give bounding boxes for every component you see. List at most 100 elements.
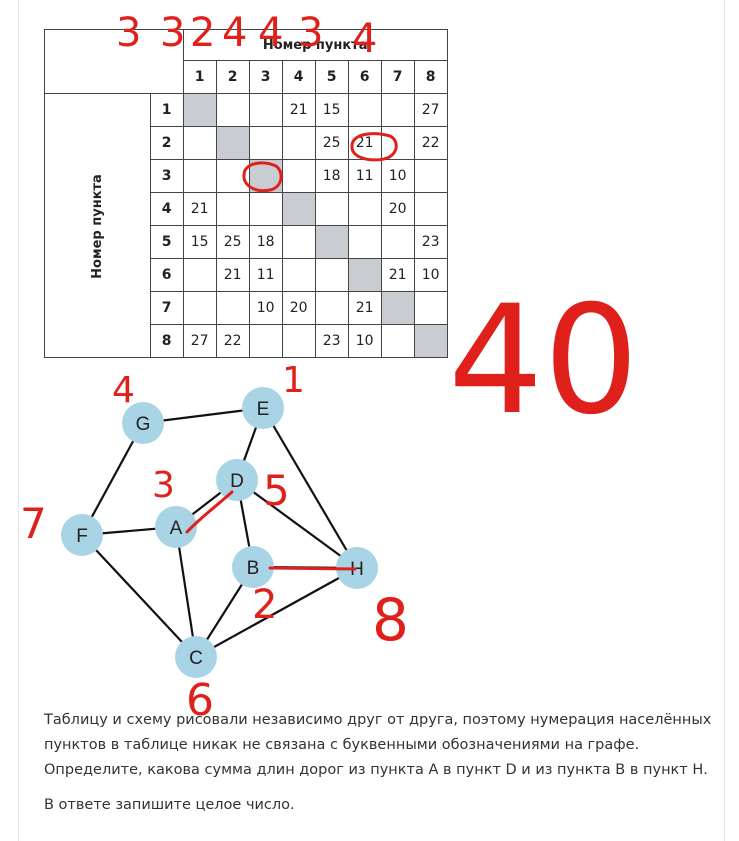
table-cell: 21 [215,258,250,292]
table-cell [182,93,217,127]
ink-node-number-a: 3 [152,465,175,506]
table-cell: 18 [248,225,283,259]
node-circle [232,546,274,588]
table-row: 8 27 22 23 10 [45,324,448,358]
node-label: B [247,558,260,579]
node-label: F [76,526,88,547]
table-row-title-cell: Номер пункта [44,93,151,358]
column-header: 4 [281,60,316,94]
table-cell [347,192,382,226]
question-line: пунктов в таблице никак не связана с бук… [44,737,640,753]
edge-a-c [174,526,198,658]
table-cell [314,225,349,259]
table-cell [314,258,349,292]
node-circle [155,506,197,548]
table-cell: 10 [380,159,415,193]
ink-answer: 40 [448,274,639,448]
table-cell: 22 [215,324,250,358]
question-line: Определите, какова сумма длин дорог из п… [44,762,708,778]
ink-column-number: 4 [258,10,283,56]
edge-e-h [262,407,358,569]
graph-edges [81,406,358,658]
table-cell [281,192,316,226]
node-d: D [216,459,258,501]
node-circle [336,547,378,589]
answer-instruction: В ответе запишите целое число. [44,797,295,813]
column-header: 6 [347,60,382,94]
table-cell: 15 [314,93,349,127]
table-cell: 20 [380,192,415,226]
table-cell [215,291,250,325]
table-column-title: Номер пункта [182,29,448,61]
table-cell [248,93,283,127]
node-f: F [61,514,103,556]
node-label: D [230,471,244,492]
ink-node-number-b: 2 [252,582,277,628]
table-corner-cell [44,29,184,94]
table-cell [281,225,316,259]
node-a: A [155,506,197,548]
table-cell [248,192,283,226]
table-row: 3 18 11 10 [45,159,448,193]
ink-node-number-e: 1 [282,360,305,401]
page-right-border [724,0,725,841]
edge-g-f [81,422,144,536]
table-row: Номер пункта 1 21 15 27 [44,93,448,358]
table-cell [380,291,415,325]
table-cell: 10 [347,324,382,358]
question-text: Таблицу и схему рисовали независимо друг… [44,708,724,783]
ink-column-number: 2 [190,10,215,56]
ink-circle-22 [350,132,398,162]
table-cell: 11 [347,159,382,193]
table-cell: 23 [413,225,448,259]
column-header: 8 [413,60,448,94]
question-line: Таблицу и схему рисовали независимо друг… [44,712,712,728]
node-h: H [336,547,378,589]
table-cell [413,192,448,226]
node-circle [122,402,164,444]
node-e: E [242,387,284,429]
node-circle [242,387,284,429]
table-cell [182,126,217,160]
column-header: 1 [182,60,217,94]
table-cell [215,192,250,226]
ink-node-number-f: 7 [20,499,47,548]
node-label: A [170,518,183,539]
ink-column-number: 3 [116,10,141,56]
table-cell: 21 [281,93,316,127]
ink-node-number-h: 8 [372,586,409,654]
node-g: G [122,402,164,444]
table-cell: 23 [314,324,349,358]
ink-node-number-g: 4 [112,370,135,411]
ink-circle-18 [242,161,283,193]
table-cell [347,93,382,127]
node-b: B [232,546,274,588]
node-circle [175,636,217,678]
table-cell: 10 [413,258,448,292]
table-row: 6 21 11 21 10 [45,258,448,292]
node-c: C [175,636,217,678]
table-cell: 21 [182,192,217,226]
row-header: 8 [149,324,184,358]
ink-column-number: 4 [222,10,247,56]
node-label: E [257,399,270,420]
node-circle [216,459,258,501]
ink-strokes [185,132,398,571]
node-circle [61,514,103,556]
ink-node-number-c: 6 [186,675,214,726]
node-label: H [350,559,364,580]
node-label: G [136,414,151,435]
ink-column-number: 3 [298,10,323,56]
node-label: C [189,648,203,669]
ink-line-b-h [268,566,357,571]
table-row: 4 21 20 [45,192,448,226]
ink-column-number: 3 [160,10,185,56]
table-cell [413,159,448,193]
table-cell: 25 [215,225,250,259]
table-cell [413,324,448,358]
edge-d-h [236,479,358,569]
edge-h-c [195,567,358,658]
edge-f-c [81,534,197,658]
page-left-border [18,0,19,841]
table-cell [215,126,250,160]
